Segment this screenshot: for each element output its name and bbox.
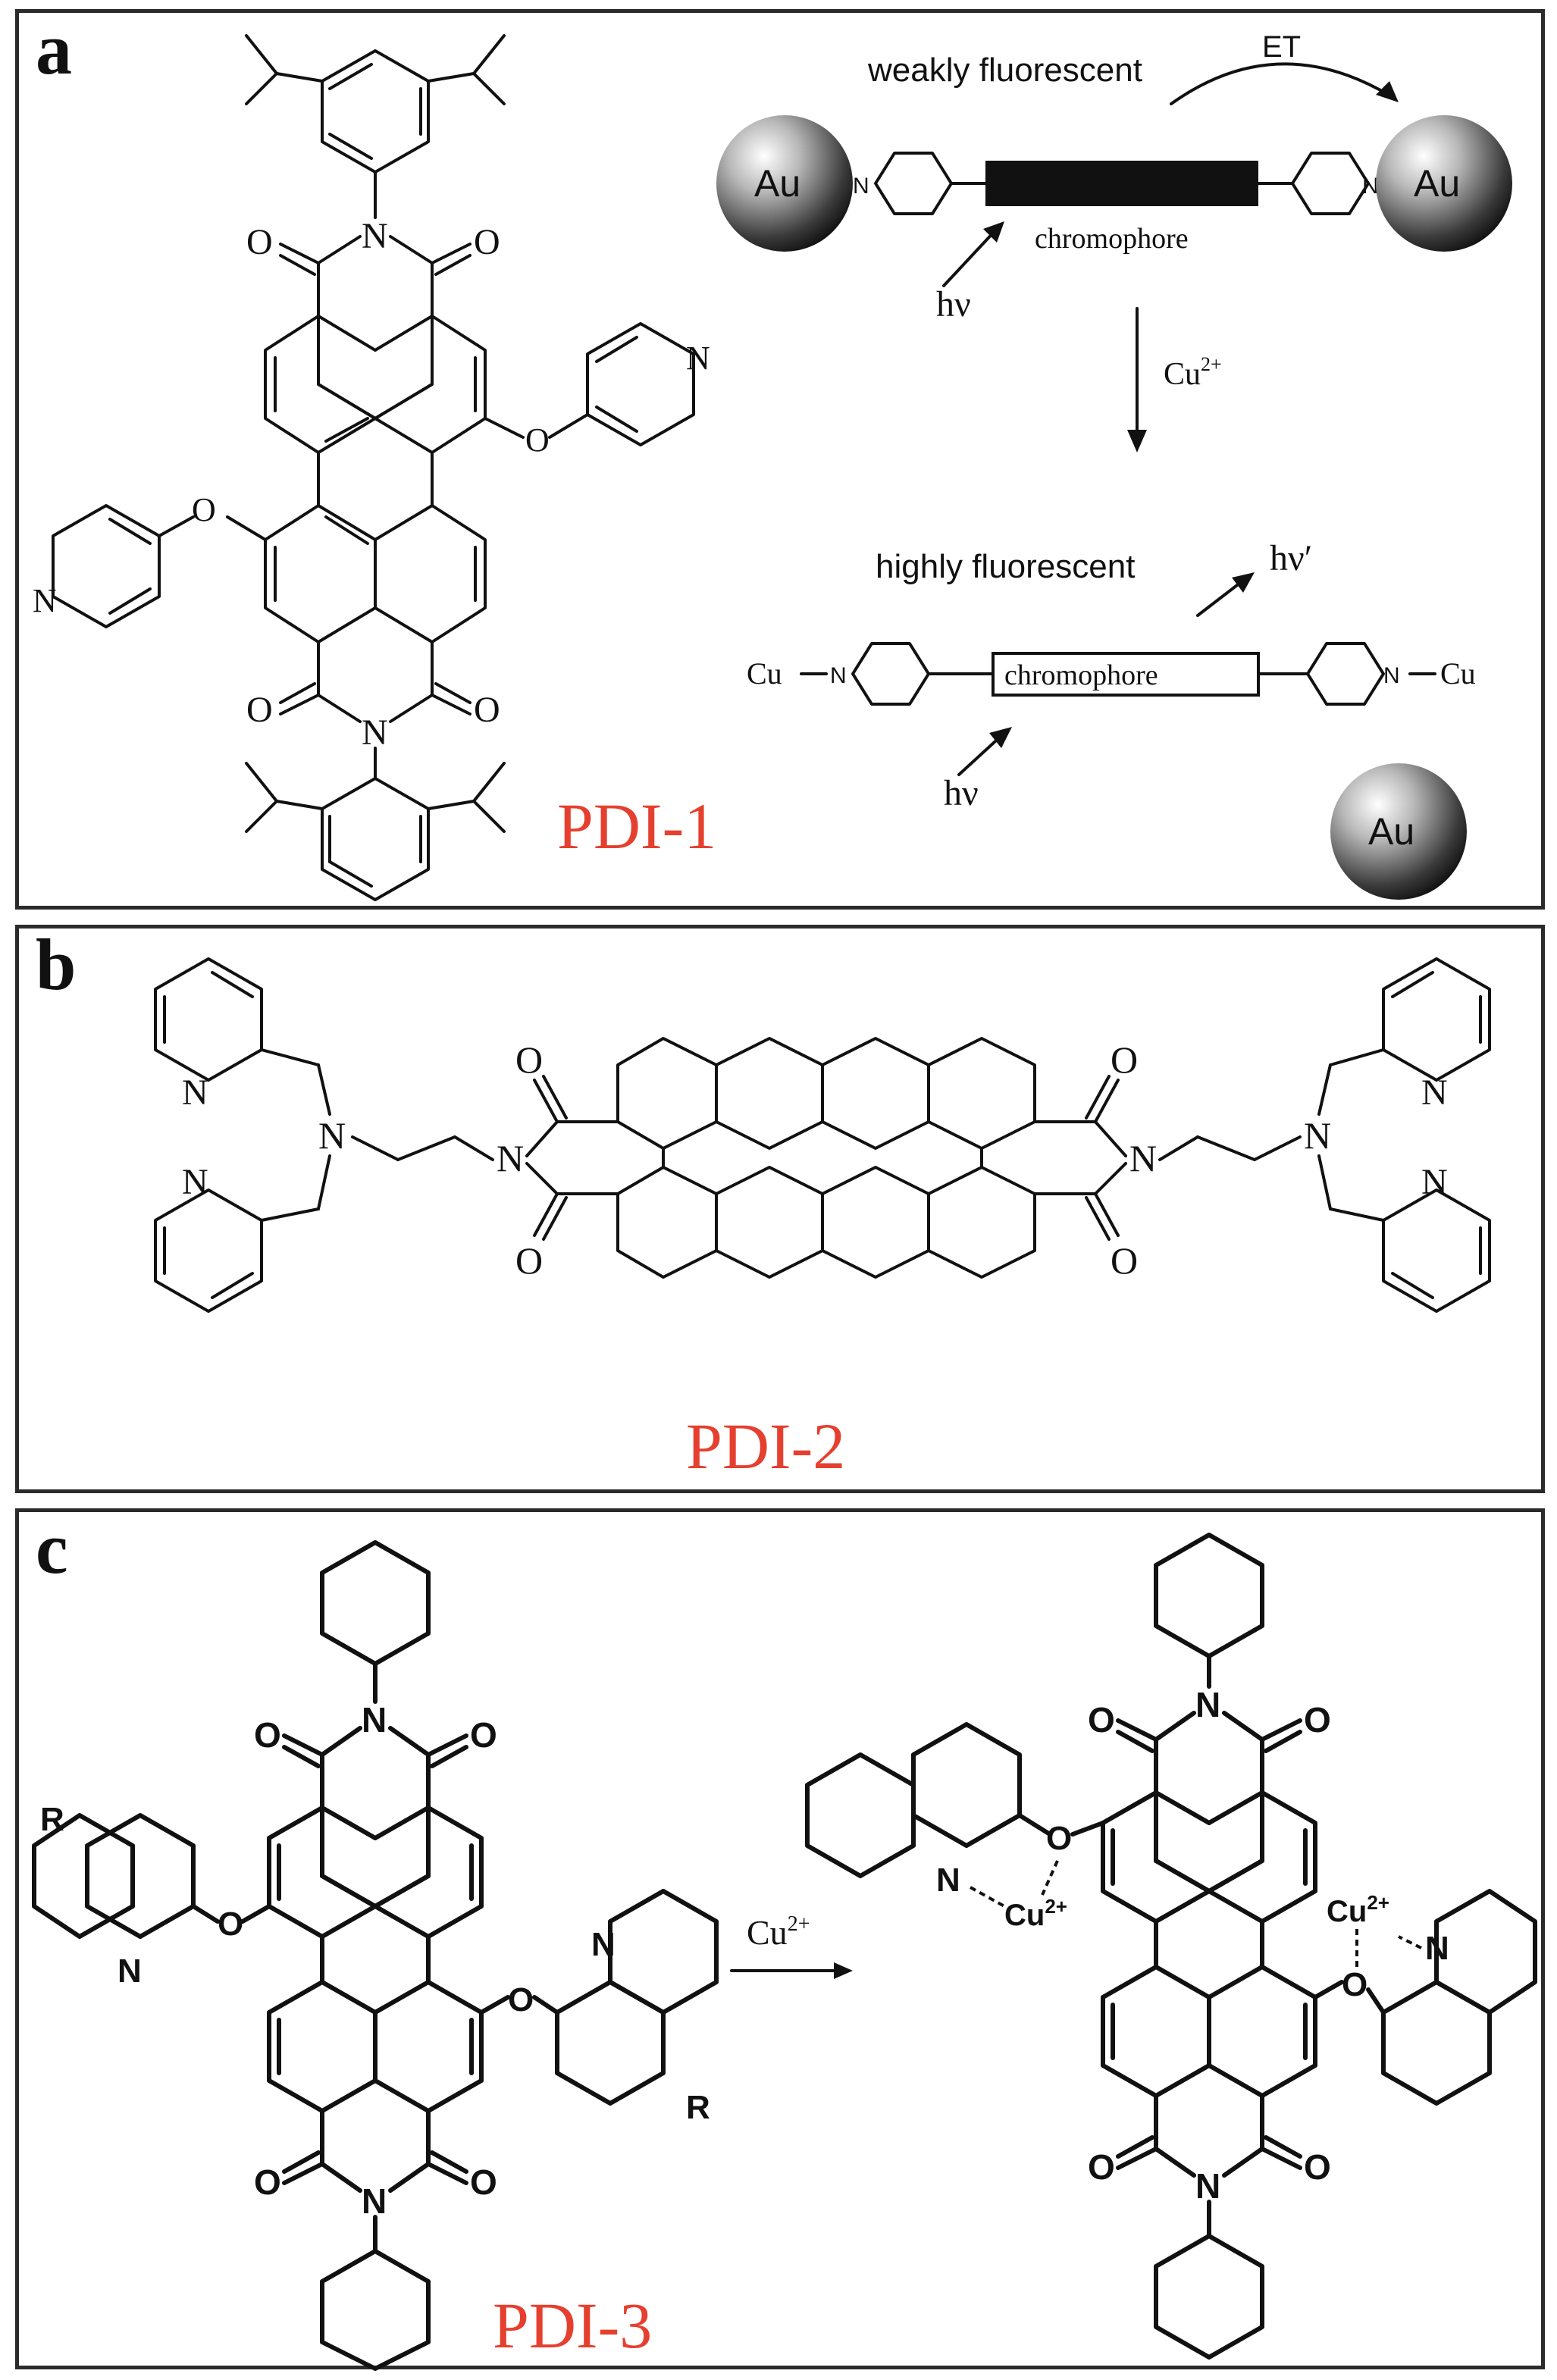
- gold-nanoparticle-free: [1330, 763, 1467, 900]
- atom-o: O: [1088, 2147, 1115, 2187]
- atom-o: O: [470, 1715, 497, 1755]
- atom-n: N: [591, 1926, 616, 1963]
- atom-n: N: [362, 712, 388, 753]
- atom-o: O: [525, 421, 550, 459]
- atom-n: N: [1304, 1114, 1331, 1157]
- atom-o: O: [1304, 2147, 1331, 2187]
- atom-n: N: [830, 663, 847, 688]
- atom-o: O: [246, 690, 273, 730]
- atom-n: N: [1129, 1137, 1157, 1179]
- panel-c: c PDI-3 N O O N O O: [15, 1508, 1545, 2371]
- cu-ion-label: Cu2+: [1164, 353, 1222, 392]
- weakly-fluorescent-caption: weakly fluorescent: [867, 52, 1142, 89]
- highly-fluorescent-caption: highly fluorescent: [876, 548, 1135, 585]
- hv-label: hν: [944, 773, 979, 813]
- atom-o: O: [246, 222, 273, 262]
- au-label: Au: [1368, 810, 1414, 853]
- atom-o: O: [474, 222, 500, 262]
- excitation-arrowhead: [983, 221, 1004, 243]
- hv-label: hν: [936, 284, 971, 324]
- atom-n: N: [117, 1953, 142, 1990]
- atom-o: O: [1111, 1239, 1138, 1282]
- atom-n: N: [182, 1162, 208, 1202]
- chromophore-label: chromophore: [1035, 223, 1189, 255]
- cu-label: Cu: [1440, 656, 1476, 691]
- atom-o: O: [1342, 1966, 1367, 2003]
- reagent-label: Cu2+: [747, 1912, 810, 1952]
- atom-o: O: [474, 690, 500, 730]
- atom-o: O: [508, 1981, 534, 2018]
- atom-o: O: [254, 1715, 281, 1755]
- r-label: R: [40, 1801, 64, 1838]
- atom-o: O: [1304, 1700, 1331, 1740]
- atom-o: O: [515, 1239, 543, 1282]
- atom-o: O: [254, 2162, 281, 2202]
- atom-n: N: [1421, 1162, 1448, 1202]
- pdi-2-label: PDI-2: [686, 1410, 846, 1483]
- panel-c-letter: c: [36, 1508, 68, 1589]
- atom-o: O: [192, 491, 216, 528]
- atom-n: N: [936, 1862, 960, 1899]
- pdi-3-structure: N O O N O O O R N: [32, 1533, 1537, 2371]
- au-label: Au: [1414, 162, 1460, 205]
- atom-o: O: [470, 2162, 497, 2202]
- cu-complex-label: Cu2+: [1327, 1891, 1389, 1928]
- hv-prime-label: hν′: [1270, 538, 1312, 578]
- atom-n: N: [362, 2181, 387, 2221]
- et-arrowhead: [1376, 81, 1399, 102]
- cu-label: Cu: [747, 656, 782, 691]
- pdi-2-structure: N O O N O O N N N N: [154, 957, 1491, 1313]
- chromophore-bar-dark: [985, 161, 1258, 206]
- gold-nanoparticle-right: [1376, 115, 1512, 252]
- panel-b: b PDI-2 N O O N O O N: [15, 925, 1545, 1493]
- atom-n: N: [853, 174, 869, 199]
- reaction-arrowhead: [1127, 430, 1147, 453]
- r-label: R: [686, 2089, 710, 2126]
- atom-n: N: [33, 582, 57, 619]
- panel-b-letter: b: [36, 924, 77, 1005]
- atom-n: N: [1195, 1685, 1220, 1724]
- chromophore-label: chromophore: [1004, 659, 1158, 691]
- atom-n: N: [1383, 663, 1400, 688]
- au-label: Au: [754, 162, 800, 205]
- atom-n: N: [362, 216, 388, 256]
- atom-n: N: [1425, 1930, 1449, 1967]
- emission-arrowhead: [1232, 572, 1255, 593]
- reaction-arrowhead: [834, 1962, 853, 1979]
- atom-n: N: [1421, 1073, 1448, 1113]
- cu-complex-label: Cu2+: [1004, 1895, 1067, 1932]
- pdi-1-structure: N O O N O O O: [33, 30, 1512, 901]
- atom-n: N: [1195, 2166, 1220, 2206]
- atom-o: O: [515, 1038, 543, 1081]
- panel-a-letter: a: [36, 8, 72, 89]
- atom-n: N: [686, 340, 710, 377]
- atom-o: O: [1046, 1820, 1072, 1857]
- atom-n: N: [497, 1137, 524, 1179]
- atom-n: N: [182, 1073, 208, 1113]
- gold-nanoparticle-left: [716, 115, 853, 252]
- atom-o: O: [1088, 1700, 1115, 1740]
- pdi-1-label: PDI-1: [557, 790, 717, 863]
- et-label: ET: [1262, 30, 1301, 64]
- panel-a: a PDI-1 N O O: [15, 9, 1545, 910]
- atom-o: O: [218, 1906, 243, 1943]
- atom-n: N: [318, 1114, 346, 1157]
- atom-n: N: [1362, 174, 1379, 199]
- pdi-3-label: PDI-3: [493, 2289, 653, 2362]
- excitation-arrowhead: [989, 727, 1012, 748]
- atom-o: O: [1111, 1038, 1138, 1081]
- atom-n: N: [362, 1700, 387, 1740]
